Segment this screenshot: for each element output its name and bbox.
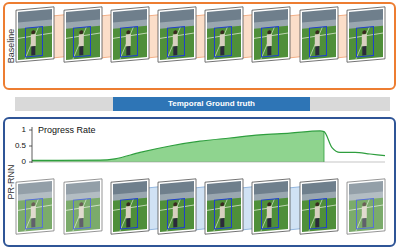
video-frame (205, 7, 243, 62)
video-frame (16, 7, 54, 62)
y-axis (32, 127, 33, 163)
area-edge (324, 132, 325, 162)
video-frame (252, 179, 290, 234)
bar-label: Temporal Ground truth (168, 100, 255, 108)
x-axis (32, 162, 385, 163)
y-tick (29, 146, 32, 147)
panel-heading: Baseline (7, 29, 16, 64)
video-frame (16, 179, 54, 234)
video-frame (300, 179, 338, 234)
video-frame (158, 7, 196, 62)
video-frame (64, 7, 102, 62)
video-frame (252, 7, 290, 62)
video-frame (347, 179, 385, 234)
y-tick (29, 162, 32, 163)
method-panel: Baseline (3, 2, 396, 90)
axis-tick-label: 1 (22, 126, 26, 134)
video-frame (205, 179, 243, 234)
video-frame (158, 179, 196, 234)
progress-curve (32, 131, 385, 160)
video-frame (111, 179, 149, 234)
panel-heading: PR-RNN (7, 165, 16, 200)
axis-tick-label: 0 (22, 158, 26, 166)
video-frame (300, 7, 338, 62)
video-frame (347, 7, 385, 62)
chart-panel: Progress Rate (18, 120, 390, 172)
chart-title: Progress Rate (38, 126, 96, 135)
axis-tick-label: 0.5 (15, 142, 26, 150)
ground-truth-bar: Temporal Ground truth (113, 97, 310, 111)
timeline-bar (15, 97, 390, 111)
video-frame (64, 179, 102, 234)
video-frame (111, 7, 149, 62)
y-tick (29, 130, 32, 131)
method-panel: PR-RNN Progress Rate (3, 117, 396, 247)
progress-area (32, 131, 324, 162)
